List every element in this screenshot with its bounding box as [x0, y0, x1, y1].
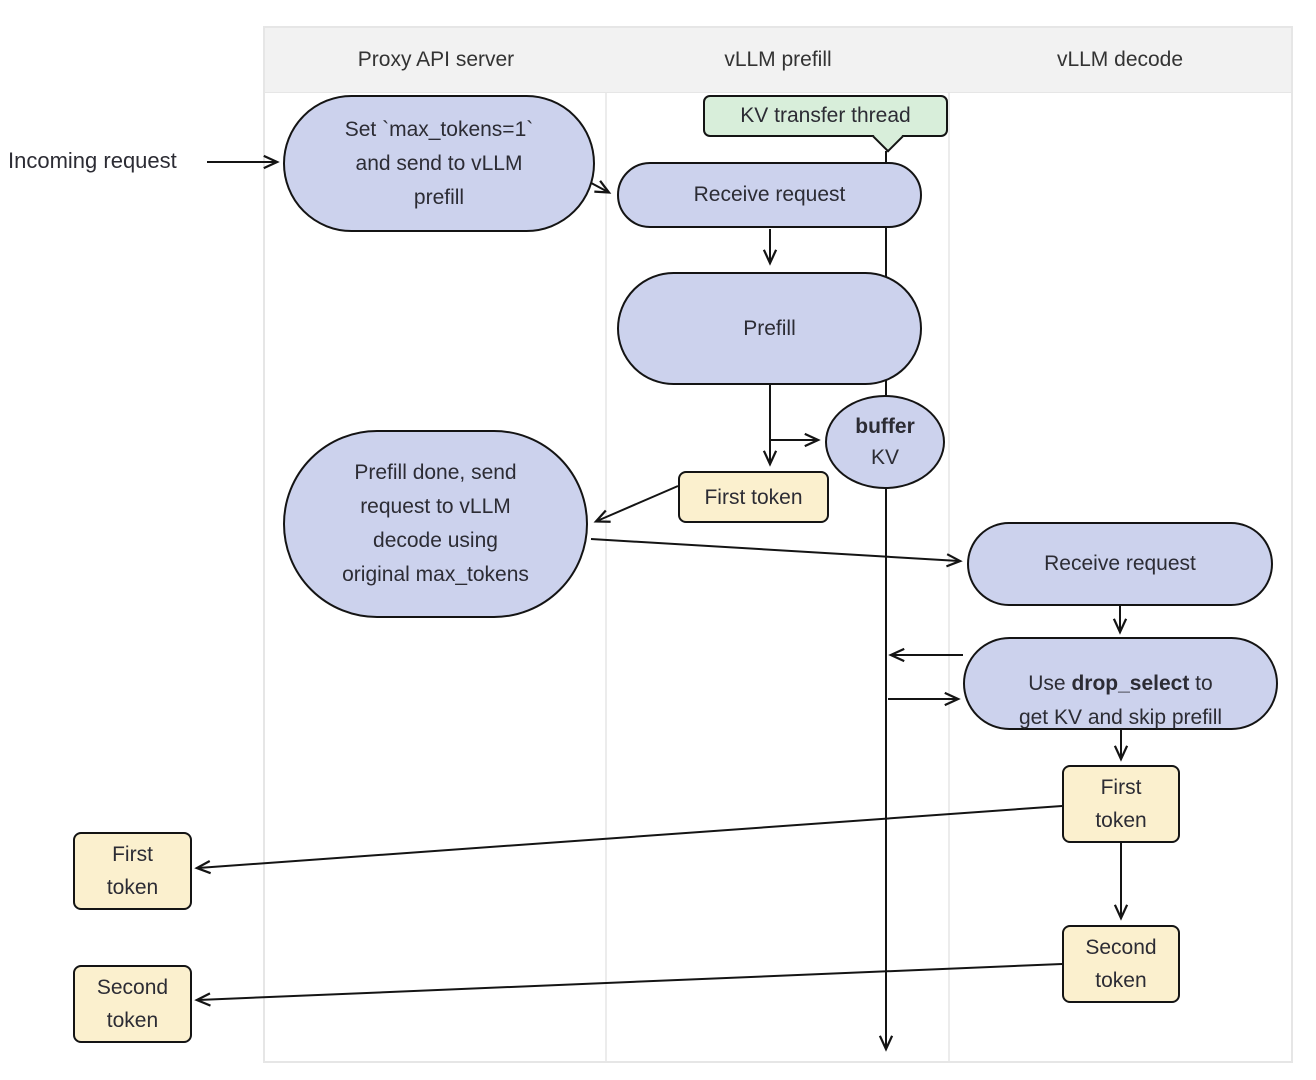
node-first-token-decode: First token — [1062, 765, 1180, 843]
drop-select-post: to get KV and skip prefill — [1018, 671, 1223, 729]
node-use-drop-select: Use drop_select to get KV and skip prefi… — [963, 637, 1278, 730]
node-prefill-done: Prefill done, send request to vLLM decod… — [283, 430, 588, 618]
node-set-max-tokens: Set `max_tokens=1` and send to vLLM pref… — [283, 95, 595, 232]
arrow-firsttoken-to-done — [593, 485, 679, 523]
lane-header-decode: vLLM decode — [1056, 48, 1184, 71]
node-second-token-decode: Second token — [1062, 925, 1180, 1003]
kv-transfer-thread-tag: KV transfer thread — [703, 95, 948, 153]
arrow-firsttoken-out — [194, 805, 1063, 875]
lane-header-row: Proxy API server vLLM prefill vLLM decod… — [265, 28, 1291, 93]
node-first-token-output: First token — [73, 832, 192, 910]
node-second-token-output: Second token — [73, 965, 192, 1043]
kv-transfer-thread-label: KV transfer thread — [740, 104, 911, 127]
node-receive-request-decode: Receive request — [967, 522, 1273, 606]
lane-divider — [605, 28, 607, 1061]
lane-divider — [948, 28, 950, 1061]
node-first-token-prefill: First token — [678, 471, 829, 523]
arrow-done-to-receive-decode — [590, 538, 963, 568]
lane-header-prefill: vLLM prefill — [724, 48, 832, 71]
node-prefill: Prefill — [617, 272, 922, 385]
lane-header-proxy: Proxy API server — [357, 48, 515, 71]
incoming-request-label: Incoming request — [8, 148, 177, 173]
node-buffer-kv: buffer KV — [825, 395, 945, 489]
arrow-secondtoken-out — [194, 963, 1063, 1007]
drop-select-pre: Use — [1028, 671, 1072, 695]
drop-select-bold: drop_select — [1071, 671, 1190, 695]
buffer-kv-rest: KV — [870, 446, 899, 469]
buffer-kv-bold: buffer — [855, 415, 915, 438]
node-receive-request-prefill: Receive request — [617, 162, 922, 228]
